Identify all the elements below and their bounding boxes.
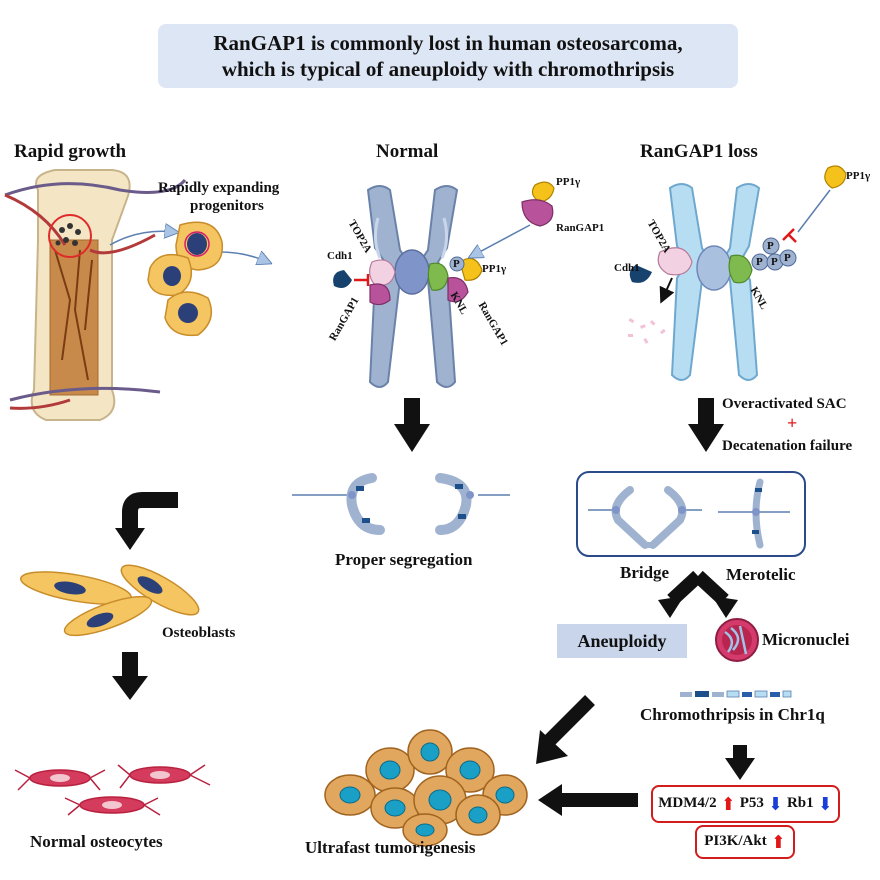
label-normal-pp1y-kinetochore: PP1γ xyxy=(482,263,507,275)
arrow-aneuploidy-to-tumor xyxy=(536,695,595,764)
label-aneuploidy: Aneuploidy xyxy=(577,630,667,651)
label-loss-phospho-3: P xyxy=(771,256,778,268)
arrow-to-osteocytes xyxy=(112,652,148,700)
bridge-merotelic-panel xyxy=(576,471,806,557)
label-loss-phospho-2: P xyxy=(756,256,763,268)
label-pi3k-akt: PI3K/Akt xyxy=(704,833,767,850)
label-p53: P53 xyxy=(739,795,764,812)
bone-illustration xyxy=(4,169,187,421)
label-normal-phospho: P xyxy=(453,258,460,270)
arrow-genes-to-tumor xyxy=(538,784,638,816)
loss-chromosome xyxy=(668,183,761,381)
heading-rangap1-loss: RanGAP1 loss xyxy=(640,141,758,162)
label-rb1: Rb1 xyxy=(786,795,814,812)
label-decatenation-failure: Decatenation failure xyxy=(722,438,853,454)
label-chromothripsis: Chromothripsis in Chr1q xyxy=(640,705,825,724)
segregation-illustration xyxy=(292,473,510,535)
normal-pp1y-rangap1-top xyxy=(472,181,555,256)
down-arrow-icon: ⬇ xyxy=(767,793,783,814)
label-progenitors-line2: progenitors xyxy=(190,198,264,214)
title-line-1: RanGAP1 is commonly lost in human osteos… xyxy=(213,30,683,55)
split-arrow xyxy=(658,570,738,618)
label-loss-phospho-1: P xyxy=(767,240,774,252)
label-loss-phospho-4: P xyxy=(784,252,791,264)
progenitor-cells xyxy=(109,221,268,337)
label-normal-pp1y-top: PP1γ xyxy=(556,176,581,188)
title-line-2: which is typical of aneuploidy with chro… xyxy=(221,57,675,81)
label-plus: + xyxy=(787,413,798,433)
label-mdm: MDM4/2 xyxy=(658,795,717,812)
label-normal-osteocytes: Normal osteocytes xyxy=(30,832,163,851)
label-ultrafast-tumorigenesis: Ultrafast tumorigenesis xyxy=(305,838,476,857)
label-osteoblasts: Osteoblasts xyxy=(162,625,236,641)
normal-kinetochore-proteins xyxy=(333,256,483,306)
down-arrow-icon: ⬇ xyxy=(817,793,833,814)
micronucleus xyxy=(715,618,759,662)
label-normal-rangap1-top: RanGAP1 xyxy=(556,222,605,234)
heading-normal: Normal xyxy=(376,141,439,162)
osteocyte-cells xyxy=(14,764,211,816)
arrow-to-segregation xyxy=(394,398,430,452)
heading-rapid-growth: Rapid growth xyxy=(14,141,127,162)
label-merotelic: Merotelic xyxy=(726,565,796,584)
tumor-cells xyxy=(324,729,528,847)
oncogene-box: MDM4/2 ⬆ P53 ⬇ Rb1 ⬇ xyxy=(651,785,840,823)
up-arrow-icon: ⬆ xyxy=(720,793,736,814)
label-proper-segregation: Proper segregation xyxy=(335,550,473,569)
loss-pp1y xyxy=(824,165,847,189)
label-normal-cdh1: Cdh1 xyxy=(327,250,353,262)
chromothripsis-fragments xyxy=(680,690,792,698)
label-loss-cdh1: Cdh1 xyxy=(614,262,640,274)
aneuploidy-box: Aneuploidy xyxy=(557,624,687,658)
label-progenitors-line1: Rapidly expanding xyxy=(158,180,280,196)
arrow-to-defects xyxy=(688,398,724,452)
label-overactivated-sac: Overactivated SAC xyxy=(722,396,847,412)
label-micronuclei: Micronuclei xyxy=(762,630,850,649)
title-banner: RanGAP1 is commonly lost in human osteos… xyxy=(158,24,738,88)
arrow-to-oncogenes xyxy=(725,745,755,780)
arrow-to-osteoblasts xyxy=(115,492,178,550)
label-bridge: Bridge xyxy=(620,563,670,582)
osteoblast-cells xyxy=(20,564,200,637)
label-loss-pp1y: PP1γ xyxy=(846,170,871,182)
loss-kinetochore-proteins xyxy=(628,189,831,344)
pi3k-box: PI3K/Akt ⬆ xyxy=(695,825,795,859)
up-arrow-icon: ⬆ xyxy=(770,831,786,852)
